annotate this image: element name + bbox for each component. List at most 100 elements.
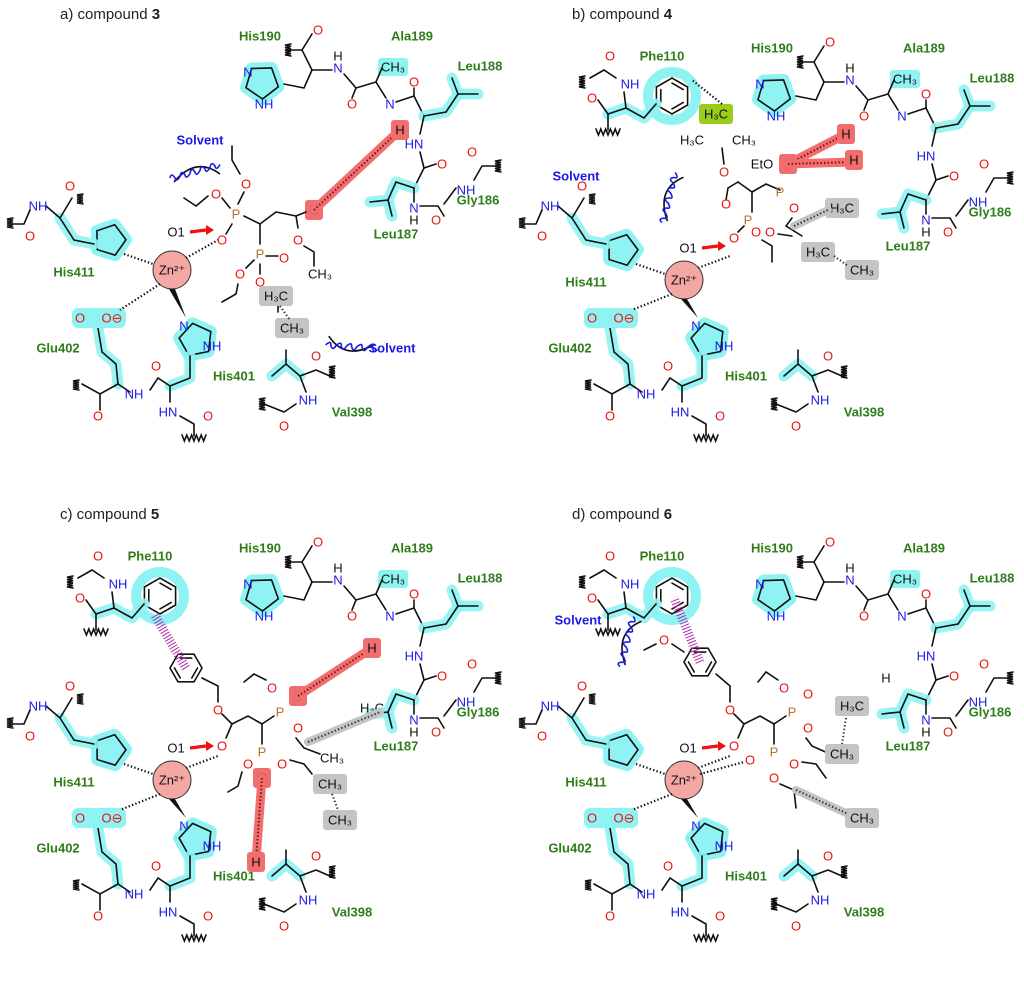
backbone-break-mark bbox=[328, 865, 336, 879]
bond bbox=[301, 545, 313, 563]
methyl-highlight-box bbox=[275, 318, 309, 338]
backbone-break-mark bbox=[494, 159, 502, 173]
solvent-label: Solvent bbox=[553, 169, 601, 184]
residue-label-val398: Val398 bbox=[844, 405, 885, 420]
bond bbox=[299, 375, 307, 393]
o1-arrowhead bbox=[206, 225, 214, 235]
ligand-h3c-contact: H₃C bbox=[801, 242, 835, 262]
his190-carbonyl-o: O bbox=[313, 23, 323, 38]
backbone-break-mark bbox=[76, 693, 84, 705]
ligand-o1: O bbox=[729, 231, 739, 246]
gly186-nh: NH bbox=[457, 695, 476, 710]
compound-number: 5 bbox=[151, 506, 159, 523]
backbone-break-mark bbox=[584, 879, 592, 891]
hydrophobic-contact-dots bbox=[331, 793, 339, 811]
solvent-exposure-mark bbox=[617, 616, 642, 668]
backbone-break-mark bbox=[595, 626, 621, 638]
bond-chain bbox=[343, 73, 377, 89]
methyl-highlight-box bbox=[825, 744, 859, 764]
ala189-ch3: CH₃ bbox=[381, 60, 405, 75]
residue-label-his190: His190 bbox=[751, 541, 793, 556]
leu188-o: O bbox=[921, 587, 931, 602]
his401-o: O bbox=[151, 859, 161, 874]
backbone-break-mark bbox=[1006, 671, 1014, 685]
leu187-n: N bbox=[409, 201, 418, 216]
his190-imidazole bbox=[239, 61, 285, 105]
ligand-p2-oipr: O bbox=[769, 771, 779, 786]
bond-chain bbox=[571, 697, 585, 719]
phe110-ring-highlight bbox=[643, 67, 701, 125]
bond-chain bbox=[283, 69, 313, 89]
backbone-break-mark bbox=[494, 671, 502, 685]
val398-ch3-contact: CH₃ bbox=[845, 808, 879, 828]
ligand-p2-oet-a: O bbox=[751, 225, 761, 240]
bond-chain bbox=[266, 358, 306, 382]
backbone-break-mark bbox=[518, 217, 526, 229]
panel-title: a) compound 3 bbox=[60, 6, 160, 23]
backbone-break-mark bbox=[6, 717, 14, 729]
bond-chain bbox=[931, 717, 957, 729]
backbone-break-mark bbox=[584, 379, 592, 391]
phe110-benzene bbox=[655, 577, 689, 615]
bond-chain bbox=[149, 876, 171, 891]
zinc-coordination-o1 bbox=[185, 754, 219, 770]
backbone-break-mark bbox=[258, 897, 266, 911]
backbone-break-mark bbox=[1006, 171, 1014, 185]
bond-chain bbox=[661, 376, 683, 391]
bond bbox=[419, 115, 425, 135]
bond bbox=[375, 579, 383, 595]
bond-chain bbox=[419, 151, 425, 169]
o1-indicator: O1 bbox=[167, 741, 214, 756]
residue-label-phe110: Phe110 bbox=[640, 49, 685, 64]
leu188-hn: HN bbox=[405, 649, 424, 664]
ring-bonds bbox=[655, 577, 689, 615]
methyl-highlight-box bbox=[323, 810, 357, 830]
hbond-atom: H bbox=[391, 120, 409, 140]
bond bbox=[863, 99, 869, 111]
ligand-ch3-contact: CH₃ bbox=[313, 774, 347, 794]
bond-chain bbox=[59, 197, 73, 219]
residue-label-his190: His190 bbox=[239, 541, 281, 556]
ligand-p1-oet: O bbox=[789, 201, 799, 216]
glu402-o: O bbox=[75, 311, 85, 326]
his190-imidazole bbox=[751, 573, 797, 617]
bond-chain bbox=[907, 107, 927, 115]
ala189-o: O bbox=[347, 97, 357, 112]
bond-chain bbox=[201, 677, 219, 687]
zinc-ion: Zn²⁺ bbox=[152, 250, 192, 290]
backbone-break-mark bbox=[796, 55, 804, 69]
his190-carbonyl-o: O bbox=[825, 535, 835, 550]
bond-chain bbox=[609, 827, 631, 885]
bond-chain bbox=[169, 355, 191, 387]
backbone-break-mark bbox=[72, 879, 80, 891]
ring-bonds bbox=[683, 647, 717, 677]
ligand-p1: P bbox=[276, 705, 285, 720]
o1-arrowhead bbox=[206, 741, 214, 751]
ring-double-bond bbox=[671, 82, 685, 91]
imidazole-bonds bbox=[608, 733, 639, 767]
backbone-break-mark bbox=[66, 575, 74, 589]
bond bbox=[863, 599, 869, 611]
his401-n: N bbox=[179, 319, 188, 334]
backbone-break-mark bbox=[83, 626, 109, 638]
bond-chain bbox=[607, 103, 657, 120]
leu187-h: H bbox=[409, 725, 418, 740]
val398-nh: NH bbox=[811, 893, 830, 908]
ala189-o: O bbox=[859, 109, 869, 124]
his401-nh: NH bbox=[203, 839, 222, 854]
ligand-p1-oet-a: O bbox=[267, 681, 277, 696]
hbond-atom-label: H bbox=[367, 641, 376, 656]
zinc-coordination-his401 bbox=[681, 799, 698, 818]
glu402-o-minus: O⊖ bbox=[613, 311, 634, 326]
leu187-h3c-contact: H₃C bbox=[835, 696, 869, 716]
bond-chain bbox=[778, 358, 818, 382]
bond bbox=[301, 33, 313, 51]
backbone-break-mark bbox=[693, 932, 719, 944]
bond-chain bbox=[931, 217, 957, 229]
ligand-ester-o: O bbox=[213, 703, 223, 718]
